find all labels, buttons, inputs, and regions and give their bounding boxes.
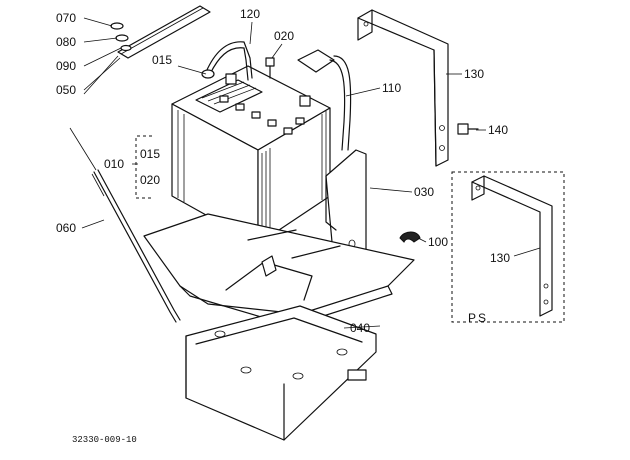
label-030: 030 — [414, 185, 434, 199]
j-bolt — [91, 169, 181, 323]
label-130: 130 — [464, 67, 484, 81]
nut-washer-set — [110, 22, 132, 52]
frame-box — [185, 305, 377, 441]
cable-clip — [399, 231, 421, 243]
label-020-group: 020 — [140, 173, 160, 187]
mounting-bracket — [357, 9, 449, 167]
label-050: 050 — [56, 83, 76, 97]
label-010: 010 — [104, 157, 124, 171]
label-015-top: 015 — [152, 53, 172, 67]
drawing-code: 32330-009-10 — [72, 435, 137, 445]
label-100: 100 — [428, 235, 448, 249]
negative-cable — [297, 49, 352, 151]
leader-lines — [69, 17, 541, 329]
label-110: 110 — [382, 81, 401, 95]
negative-terminal — [299, 95, 311, 107]
label-015-group: 015 — [140, 147, 160, 161]
positive-terminal — [225, 73, 237, 85]
battery — [171, 65, 331, 245]
label-140: 140 — [488, 123, 508, 137]
label-090: 090 — [56, 59, 76, 73]
cell-caps — [219, 95, 305, 135]
label-020-top: 020 — [274, 29, 294, 43]
label-120: 120 — [240, 7, 260, 21]
part-labels: 070 080 090 050 120 020 015 110 130 140 … — [56, 7, 510, 445]
inset-label: PS — [468, 311, 488, 325]
battery-tray — [143, 213, 415, 327]
label-040: 040 — [350, 321, 370, 335]
label-130-inset: 130 — [490, 251, 510, 265]
label-070: 070 — [56, 11, 76, 25]
label-060: 060 — [56, 221, 76, 235]
bracket-bolt — [457, 123, 479, 135]
terminal-bolt — [265, 57, 275, 79]
hold-down-bar — [117, 5, 211, 59]
positive-cable — [201, 41, 253, 81]
group-bracket — [135, 135, 152, 199]
label-080: 080 — [56, 35, 76, 49]
inset-panel — [451, 171, 565, 323]
